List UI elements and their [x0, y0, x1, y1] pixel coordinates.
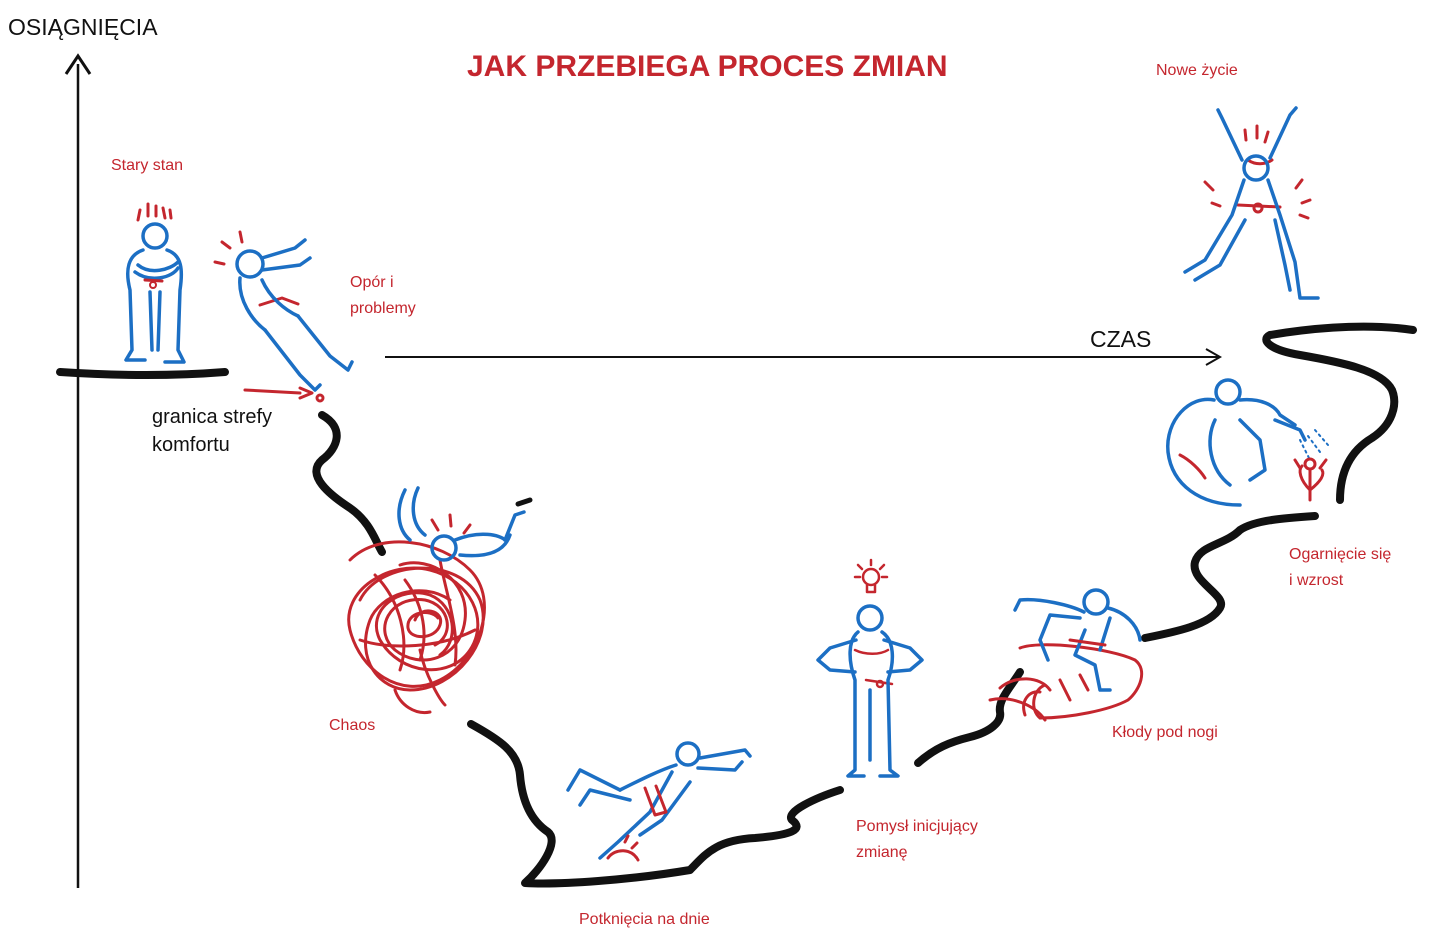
x-axis: [385, 348, 1223, 366]
thinking-person-icon: [816, 558, 924, 778]
stage-old-state-label: Stary stan: [111, 157, 184, 174]
stage-stumbles-label: Potknięcia na dnie: [579, 911, 710, 928]
standing-arms-crossed-person-icon: [124, 202, 186, 364]
log-obstacle-icon: [988, 643, 1144, 722]
stage-new-life-label: Nowe życie: [1156, 62, 1238, 79]
diagram-title: JAK PRZEBIEGA PROCES ZMIAN: [467, 50, 948, 83]
tripping-person-icon: [566, 741, 752, 862]
watering-flower-person-icon: [1166, 378, 1329, 507]
stage-idea-label-line-2: zmianę: [856, 844, 908, 861]
comfort-zone-label: granica strefy komfortu: [152, 403, 272, 459]
stage-resistance-label: Opór i problemy: [350, 270, 416, 322]
y-axis-arrowhead: [64, 53, 92, 75]
stage-growth-label-line-2: i wzrost: [1289, 572, 1344, 589]
stage-resistance-label-line-2: problemy: [350, 300, 416, 317]
path-segment-top: [1262, 322, 1417, 504]
stage-obstacles-label: Kłody pod nogi: [1112, 724, 1218, 741]
stage-growth-label-line-1: Ogarnięcie się: [1289, 546, 1392, 563]
stage-growth-label: Ogarnięcie się i wzrost: [1289, 542, 1391, 594]
journey-path: [312, 322, 1417, 888]
stage-idea-label-line-1: Pomysł inicjujący: [856, 818, 978, 835]
y-axis-label: OSIĄGNIĘCIA: [8, 14, 158, 40]
y-axis: [64, 53, 92, 888]
stage-chaos-label: Chaos: [329, 717, 376, 734]
path-segment-fall: [312, 411, 386, 556]
x-axis-label: CZAS: [1090, 326, 1152, 352]
stage-idea-label: Pomysł inicjujący zmianę: [856, 814, 978, 866]
falling-backward-person-icon: [213, 230, 354, 403]
path-segment-bottom: [467, 720, 844, 888]
x-axis-arrowhead: [1205, 348, 1223, 366]
jumping-hurdle-person-icon: [1013, 588, 1142, 692]
path-segment-rise-2: [1141, 512, 1319, 642]
stage-resistance-label-line-1: Opór i: [350, 274, 394, 291]
comfort-zone-label-line-1: granica strefy: [152, 406, 273, 428]
path-segment-rise-1: [914, 668, 1024, 767]
tumbling-person-icon: [397, 486, 533, 562]
comfort-zone-label-line-2: komfortu: [152, 434, 230, 456]
comfort-zone-line: [56, 368, 229, 379]
chaos-scribble-icon: [347, 540, 486, 715]
celebrating-person-icon: [1183, 106, 1320, 300]
